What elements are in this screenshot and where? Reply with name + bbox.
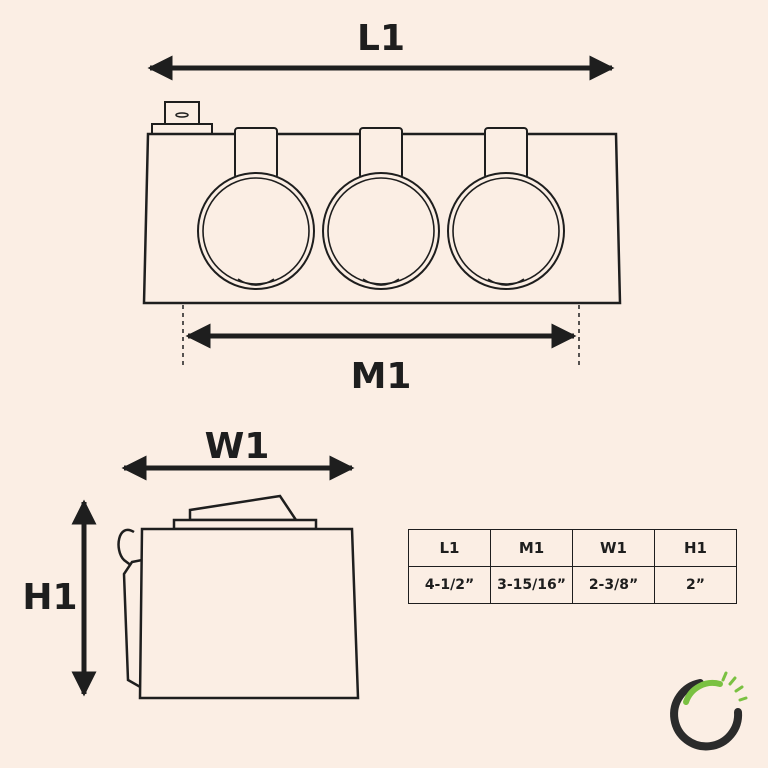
length-label: L1 (357, 18, 405, 59)
height-label: H1 (22, 577, 77, 618)
width-dimension: W1 (121, 426, 355, 481)
logo-tick-4 (738, 696, 748, 702)
socket-2-inner-ring (327, 177, 435, 285)
spec-value-m1: 3-15/16” (490, 566, 573, 604)
logo-tick-3 (734, 685, 744, 693)
length-dimension: L1 (147, 18, 615, 81)
switch-base (151, 123, 213, 135)
side-latch-loop (117, 528, 135, 567)
socket-3-notch (487, 278, 525, 286)
socket-3-inner-ring (452, 177, 560, 285)
logo-tick-1 (721, 671, 728, 682)
dimension-spec-table: L1 M1 W1 H1 4-1/2” 3-15/16” 2-3/8” 2” (408, 529, 737, 604)
side-cover-plate (122, 558, 144, 691)
side-body (138, 527, 360, 700)
socket-2-tab (359, 127, 403, 179)
socket-2 (322, 127, 440, 290)
spec-header-m1: M1 (490, 529, 573, 567)
socket-2-notch (362, 278, 400, 286)
socket-1 (197, 127, 315, 290)
spec-value-w1: 2-3/8” (572, 566, 655, 604)
spec-value-l1: 4-1/2” (408, 566, 491, 604)
socket-3-tab (484, 127, 528, 179)
socket-1-tab (234, 127, 278, 179)
width-label: W1 (205, 426, 270, 467)
socket-3 (447, 127, 565, 290)
logo-green-arc (683, 680, 723, 705)
brand-ring-logo (670, 671, 748, 751)
mount-spacing-dimension: M1 (182, 305, 580, 397)
spec-header-h1: H1 (654, 529, 737, 567)
switch-slot (175, 112, 189, 118)
socket-1-inner-ring (202, 177, 310, 285)
mount-spacing-label: M1 (351, 356, 412, 397)
spec-value-h1: 2” (654, 566, 737, 604)
socket-block-front-view (142, 101, 622, 305)
side-switch-base (172, 518, 318, 531)
logo-dark-ring (670, 679, 743, 751)
spec-value-row: 4-1/2” 3-15/16” 2-3/8” 2” (408, 566, 737, 604)
height-dimension: H1 (22, 499, 97, 697)
spec-header-row: L1 M1 W1 H1 (408, 529, 737, 567)
spec-header-w1: W1 (572, 529, 655, 567)
socket-block-side-view (117, 494, 360, 700)
logo-tick-2 (728, 676, 737, 686)
spec-header-l1: L1 (408, 529, 491, 567)
side-switch-rocker (188, 494, 299, 522)
socket-1-notch (237, 278, 275, 286)
